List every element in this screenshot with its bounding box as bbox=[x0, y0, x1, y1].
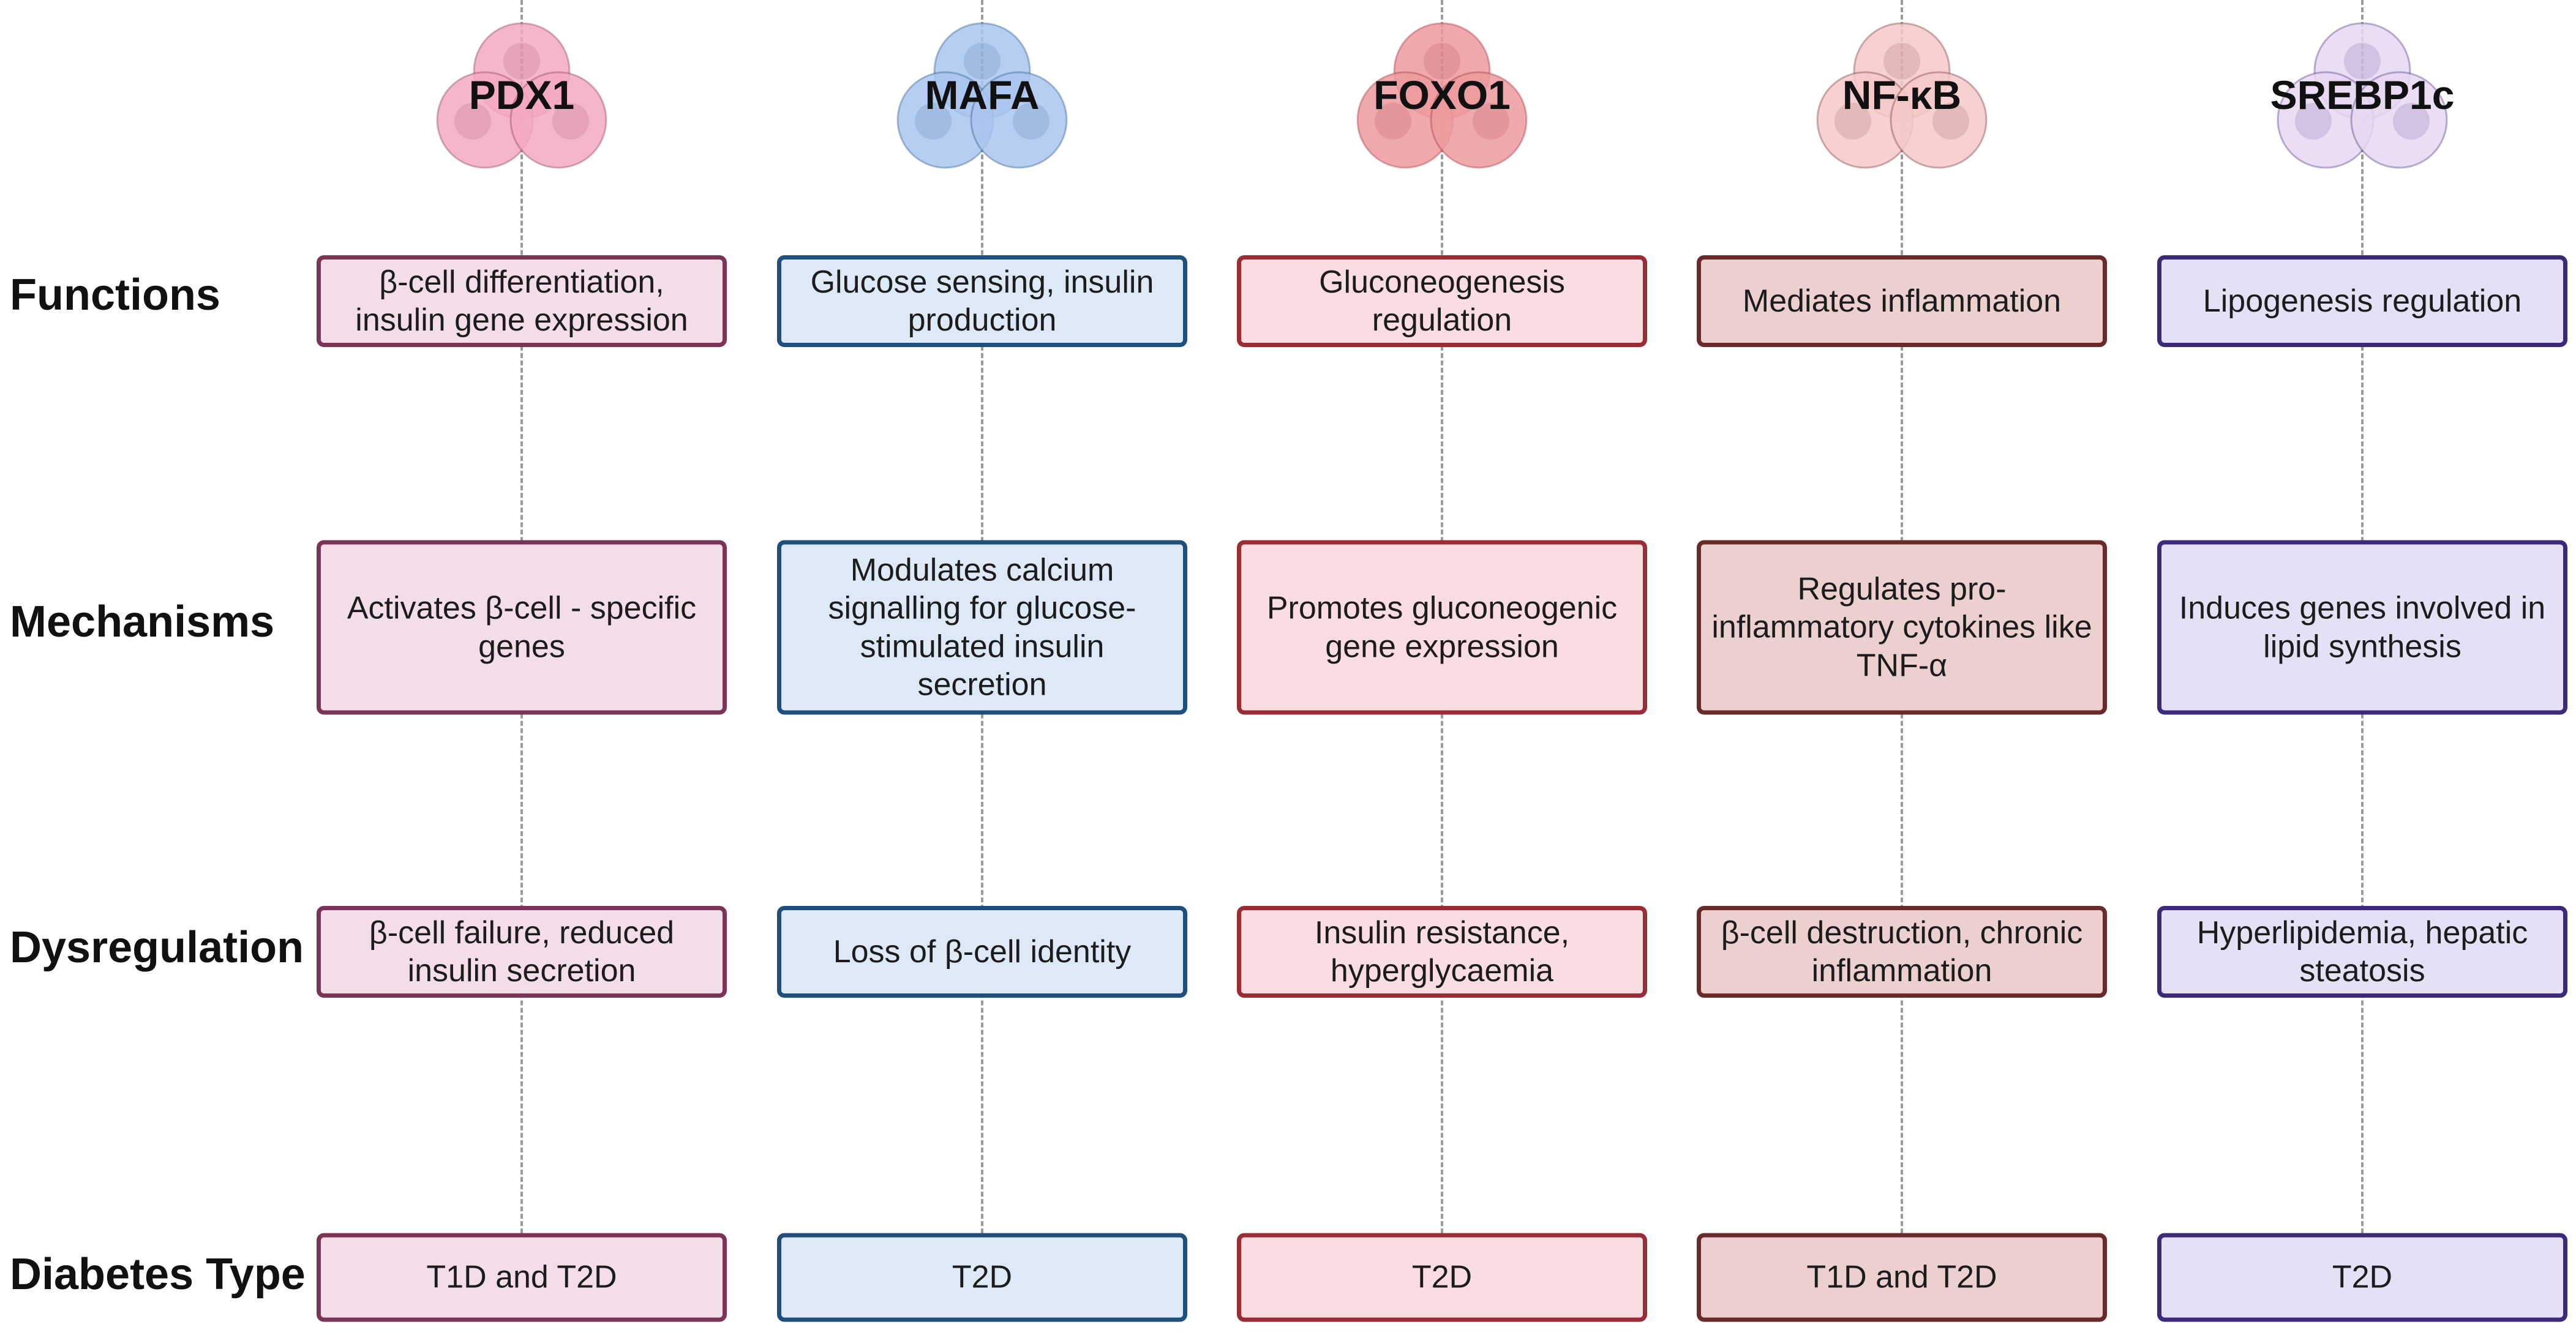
info-box-text: β-cell failure, reduced insulin secretio… bbox=[369, 914, 675, 989]
info-box-mafa-row-2: Modulates calcium signalling for glucose… bbox=[777, 540, 1187, 715]
row-label-diabetes-type: Diabetes Type bbox=[10, 1250, 306, 1299]
info-box-text: Glucose sensing, insulin production bbox=[810, 264, 1154, 338]
cell-cluster-icon bbox=[896, 22, 1068, 169]
info-box-srebp1c-row-4: T2D bbox=[2157, 1233, 2567, 1322]
info-box-mafa-row-1: Glucose sensing, insulin production bbox=[777, 255, 1187, 347]
cell-nucleus-shape bbox=[2344, 43, 2381, 80]
info-box-foxo1-row-4: T2D bbox=[1237, 1233, 1647, 1322]
info-box-mafa-row-3: Loss of β-cell identity bbox=[777, 906, 1187, 998]
cell-nucleus-shape bbox=[964, 43, 1001, 80]
cell-cluster-icon bbox=[2277, 22, 2448, 169]
info-box-text: Loss of β-cell identity bbox=[833, 933, 1132, 970]
cell-body-shape bbox=[2350, 71, 2448, 169]
info-box-nf-b-row-2: Regulates pro-inflammatory cytokines lik… bbox=[1697, 540, 2107, 715]
info-box-srebp1c-row-2: Induces genes involved in lipid synthesi… bbox=[2157, 540, 2567, 715]
cell-nucleus-shape bbox=[2295, 103, 2332, 140]
cell-body-shape bbox=[1430, 71, 1528, 169]
info-box-text: Lipogenesis regulation bbox=[2202, 283, 2522, 319]
info-box-text: Promotes gluconeogenic gene expression bbox=[1266, 590, 1618, 664]
info-box-srebp1c-row-3: Hyperlipidemia, hepatic steatosis bbox=[2157, 906, 2567, 998]
cell-body-shape bbox=[509, 71, 607, 169]
info-box-foxo1-row-1: Gluconeogenesis regulation bbox=[1237, 255, 1647, 347]
info-box-text: Gluconeogenesis regulation bbox=[1319, 264, 1565, 338]
info-box-foxo1-row-3: Insulin resistance, hyperglycaemia bbox=[1237, 906, 1647, 998]
cell-nucleus-shape bbox=[1473, 103, 1509, 140]
info-box-pdx1-row-2: Activates β-cell - specific genes bbox=[317, 540, 727, 715]
cell-cluster-icon bbox=[436, 22, 607, 169]
cell-nucleus-shape bbox=[1013, 103, 1050, 140]
row-label-mechanisms: Mechanisms bbox=[10, 597, 275, 646]
cell-nucleus-shape bbox=[2393, 103, 2430, 140]
cell-nucleus-shape bbox=[1375, 103, 1411, 140]
cell-cluster-icon bbox=[1356, 22, 1528, 169]
info-box-foxo1-row-2: Promotes gluconeogenic gene expression bbox=[1237, 540, 1647, 715]
info-box-pdx1-row-1: β-cell differentiation, insulin gene exp… bbox=[317, 255, 727, 347]
info-box-text: Activates β-cell - specific genes bbox=[347, 590, 697, 664]
info-box-text: T2D bbox=[1411, 1259, 1473, 1295]
cell-body-shape bbox=[970, 71, 1068, 169]
info-box-text: Modulates calcium signalling for glucose… bbox=[828, 552, 1136, 703]
info-box-text: β-cell destruction, chronic inflammation bbox=[1721, 914, 2083, 989]
gene-label-nf-b: NF-κB bbox=[1842, 72, 1962, 118]
info-box-srebp1c-row-1: Lipogenesis regulation bbox=[2157, 255, 2567, 347]
info-box-text: Insulin resistance, hyperglycaemia bbox=[1314, 914, 1570, 989]
cell-nucleus-shape bbox=[1424, 43, 1460, 80]
info-box-text: T2D bbox=[2332, 1259, 2393, 1295]
info-box-nf-b-row-3: β-cell destruction, chronic inflammation bbox=[1697, 906, 2107, 998]
info-box-text: Hyperlipidemia, hepatic steatosis bbox=[2196, 914, 2528, 989]
info-box-text: Induces genes involved in lipid synthesi… bbox=[2179, 590, 2546, 664]
cell-nucleus-shape bbox=[1834, 103, 1871, 140]
gene-label-pdx1: PDX1 bbox=[468, 72, 575, 118]
cell-nucleus-shape bbox=[454, 103, 491, 140]
cell-nucleus-shape bbox=[915, 103, 952, 140]
info-box-text: Mediates inflammation bbox=[1742, 283, 2062, 319]
gene-label-srebp1c: SREBP1c bbox=[2270, 72, 2455, 118]
info-box-pdx1-row-4: T1D and T2D bbox=[317, 1233, 727, 1322]
info-box-text: T1D and T2D bbox=[426, 1259, 617, 1295]
info-box-nf-b-row-1: Mediates inflammation bbox=[1697, 255, 2107, 347]
info-box-text: β-cell differentiation, insulin gene exp… bbox=[355, 264, 688, 338]
gene-label-foxo1: FOXO1 bbox=[1373, 72, 1511, 118]
cell-cluster-icon bbox=[1816, 22, 1988, 169]
cell-nucleus-shape bbox=[1883, 43, 1920, 80]
cell-body-shape bbox=[1890, 71, 1988, 169]
cell-nucleus-shape bbox=[552, 103, 589, 140]
cell-nucleus-shape bbox=[1932, 103, 1969, 140]
info-box-mafa-row-4: T2D bbox=[777, 1233, 1187, 1322]
gene-label-mafa: MAFA bbox=[925, 72, 1040, 118]
row-label-functions: Functions bbox=[10, 271, 220, 320]
cell-nucleus-shape bbox=[503, 43, 540, 80]
info-box-text: Regulates pro-inflammatory cytokines lik… bbox=[1711, 571, 2092, 684]
info-box-pdx1-row-3: β-cell failure, reduced insulin secretio… bbox=[317, 906, 727, 998]
info-box-nf-b-row-4: T1D and T2D bbox=[1697, 1233, 2107, 1322]
info-box-text: T1D and T2D bbox=[1806, 1259, 1997, 1295]
info-box-text: T2D bbox=[952, 1259, 1013, 1295]
row-label-dysregulation: Dysregulation bbox=[10, 923, 304, 972]
